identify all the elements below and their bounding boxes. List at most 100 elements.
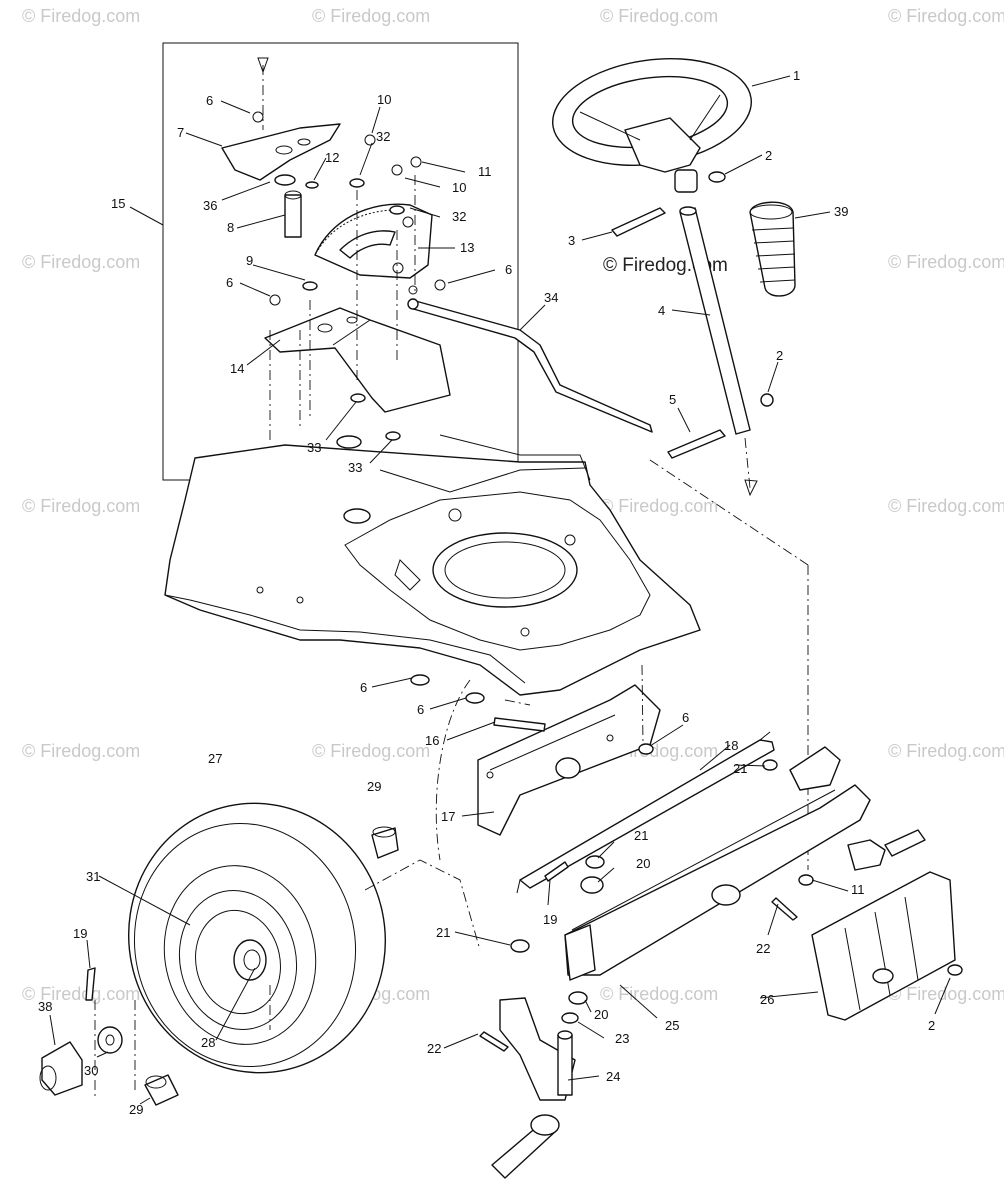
watermark-text: © Firedog.com bbox=[600, 984, 718, 1004]
bushing-29b bbox=[144, 1074, 179, 1106]
chassis-frame bbox=[164, 434, 701, 696]
callout-label: 15 bbox=[111, 196, 125, 211]
watermark-text: © Firedog.com bbox=[888, 6, 1004, 26]
callout-label: 2 bbox=[928, 1018, 935, 1033]
boot-39 bbox=[749, 201, 796, 297]
bushing-36 bbox=[274, 174, 296, 186]
callout-label: 21 bbox=[436, 925, 450, 940]
callout-label: 31 bbox=[86, 869, 100, 884]
watermark-text: © Firedog.com bbox=[22, 984, 140, 1004]
callout-label: 33 bbox=[348, 460, 362, 475]
washer-30 bbox=[97, 1026, 123, 1054]
washer-21b bbox=[585, 855, 605, 869]
callout-label: 29 bbox=[129, 1102, 143, 1117]
callout-label: 10 bbox=[377, 92, 391, 107]
watermark-text: © Firedog.com bbox=[888, 741, 1004, 761]
cover-26 bbox=[771, 871, 963, 1021]
front-axle-25 bbox=[564, 746, 926, 981]
callout-label: 9 bbox=[246, 253, 253, 268]
callout-label: 29 bbox=[367, 779, 381, 794]
callout-label: 22 bbox=[427, 1041, 441, 1056]
cap-38 bbox=[41, 1041, 83, 1096]
callout-label: 38 bbox=[38, 999, 52, 1014]
nut-11b bbox=[798, 874, 814, 886]
left-spindle-24 bbox=[479, 991, 588, 1179]
callout-label: 20 bbox=[636, 856, 650, 871]
drag-link-34 bbox=[407, 298, 653, 433]
nut-2 bbox=[708, 171, 726, 183]
nut-2c bbox=[947, 964, 963, 976]
callout-label: 2 bbox=[765, 148, 772, 163]
callout-label: 21 bbox=[733, 761, 747, 776]
callout-label: 6 bbox=[360, 680, 367, 695]
watermark-text: © Firedog.com bbox=[312, 6, 430, 26]
callout-label: 17 bbox=[441, 809, 455, 824]
callout-label: 28 bbox=[201, 1035, 215, 1050]
callout-label: 18 bbox=[724, 738, 738, 753]
callout-label: 1 bbox=[793, 68, 800, 83]
callout-label: 23 bbox=[615, 1031, 629, 1046]
callout-label: 34 bbox=[544, 290, 558, 305]
watermark-text: © Firedog.com bbox=[600, 496, 718, 516]
steering-wheel-1 bbox=[552, 57, 752, 193]
watermark-text: © Firedog.com bbox=[888, 252, 1004, 272]
bolt-3 bbox=[611, 207, 666, 237]
callout-label: 27 bbox=[208, 751, 222, 766]
watermark-text: © Firedog.com bbox=[22, 252, 140, 272]
callout-label: 6 bbox=[417, 702, 424, 717]
spindle-right bbox=[847, 839, 886, 871]
callout-label: 33 bbox=[307, 440, 321, 455]
upper-bracket-7 bbox=[221, 123, 341, 181]
bolt-5 bbox=[667, 429, 726, 459]
chassis-opening bbox=[432, 532, 578, 608]
callout-label: 12 bbox=[325, 150, 339, 165]
watermark-text: © Firedog.com bbox=[888, 984, 1004, 1004]
bushing-20b bbox=[568, 991, 588, 1005]
tie-rod-18 bbox=[516, 731, 775, 894]
wheel-outline-arcs bbox=[364, 679, 531, 951]
callout-label: 26 bbox=[760, 992, 774, 1007]
callout-label: 32 bbox=[376, 129, 390, 144]
callout-label: 22 bbox=[756, 941, 770, 956]
bushing-29a bbox=[371, 827, 399, 859]
callout-label: 6 bbox=[226, 275, 233, 290]
callout-labels: 1 2 3 39 4 2 5 6 10 32 7 12 11 10 36 32 … bbox=[38, 68, 935, 1117]
wheel-hub bbox=[233, 939, 267, 981]
cotter-22b bbox=[479, 1031, 509, 1052]
callout-label: 4 bbox=[658, 303, 665, 318]
bushing-20a bbox=[580, 876, 604, 894]
callout-label: 20 bbox=[594, 1007, 608, 1022]
washer-21a bbox=[762, 759, 778, 771]
steering-shaft-4 bbox=[679, 207, 751, 435]
axle-hardware bbox=[510, 759, 778, 953]
pinion-shaft-8 bbox=[274, 174, 302, 238]
callout-label: 36 bbox=[203, 198, 217, 213]
sector-gear-13 bbox=[314, 203, 433, 279]
callout-label: 8 bbox=[227, 220, 234, 235]
watermark-text: © Firedog.com bbox=[22, 741, 140, 761]
small-hardware bbox=[252, 111, 446, 449]
callout-label: 2 bbox=[776, 348, 783, 363]
callout-label: 16 bbox=[425, 733, 439, 748]
callout-label: 6 bbox=[505, 262, 512, 277]
callout-label: 7 bbox=[177, 125, 184, 140]
nut-2b bbox=[760, 393, 774, 407]
front-wheel-27 bbox=[127, 802, 387, 1074]
wheel-hardware bbox=[39, 826, 399, 1106]
callout-label: 39 bbox=[834, 204, 848, 219]
washer-21c bbox=[510, 939, 530, 953]
washer-23 bbox=[561, 1012, 579, 1024]
pin-19a bbox=[85, 967, 96, 1001]
callout-label: 11 bbox=[478, 164, 492, 179]
cotter-19b bbox=[544, 861, 569, 882]
watermark-text: © Firedog.com bbox=[600, 6, 718, 26]
callout-label: 19 bbox=[543, 912, 557, 927]
inset-centerlines bbox=[257, 57, 416, 440]
steering-column-parts bbox=[611, 171, 774, 497]
watermark-text: © Firedog.com bbox=[312, 741, 430, 761]
callout-label: 13 bbox=[460, 240, 474, 255]
watermark-text: © Firedog.com bbox=[22, 6, 140, 26]
callout-label: 21 bbox=[634, 828, 648, 843]
leader-lines bbox=[49, 75, 951, 1105]
